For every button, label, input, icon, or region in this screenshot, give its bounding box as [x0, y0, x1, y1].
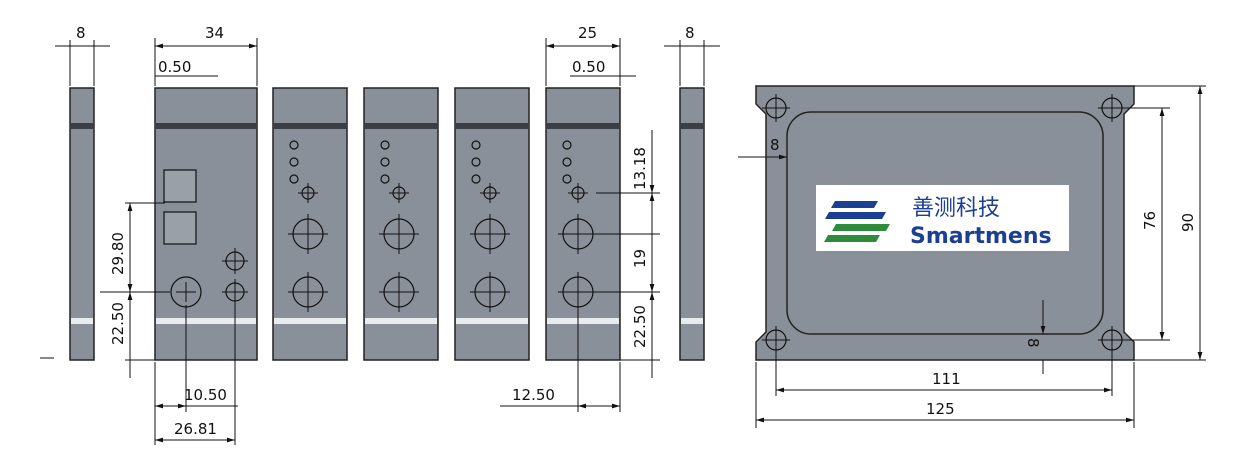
dim-label-plate-8b: 8	[1024, 338, 1042, 348]
dim-plate-inner-w: 111	[775, 352, 1113, 396]
dim-left-end-width: 8	[55, 24, 110, 86]
dim-horiz-1050: 10.50	[154, 305, 238, 445]
dim-right-end-width: 8	[664, 24, 720, 86]
dim-vert-19: 19	[594, 193, 660, 292]
logo-chinese-text: 善测科技	[912, 196, 1000, 221]
dim-horiz-1250: 12.50	[500, 305, 621, 412]
dim-right-panel-width: 25	[545, 24, 621, 86]
logo-english-text: Smartmens	[910, 224, 1052, 249]
dim-label-2250-a: 22.50	[109, 302, 127, 345]
dim-plate-inset-top: 8	[738, 136, 787, 160]
dim-label-34: 34	[205, 24, 224, 42]
dim-label-1318: 13.18	[631, 147, 649, 190]
left-end-cap	[69, 87, 95, 361]
dim-label-050-right: 0.50	[572, 58, 605, 76]
small-hole-lower	[222, 279, 248, 305]
small-hole-upper	[222, 248, 248, 274]
dim-label-25: 25	[578, 24, 597, 42]
corner-hole-bl	[762, 326, 790, 354]
dim-vert-2250-right: 22.50	[594, 291, 660, 378]
dim-label-1050: 10.50	[184, 386, 227, 404]
main-panel	[154, 87, 258, 361]
inner-recess	[786, 111, 1104, 335]
dim-main-width: 34	[154, 24, 258, 86]
dim-label-1250: 12.50	[512, 386, 555, 404]
square-port-top	[163, 169, 197, 203]
dim-offset-right: 0.50	[570, 58, 636, 77]
dim-label-76: 76	[1141, 211, 1159, 230]
dim-label-right-end: 8	[685, 24, 695, 42]
middle-plate-3	[454, 87, 530, 361]
dim-plate-inner-h: 76	[1122, 107, 1170, 341]
dim-horiz-2681: 26.81	[155, 305, 236, 445]
dim-vert-2980: 29.80	[109, 202, 165, 292]
corner-hole-tl	[762, 94, 790, 122]
middle-plate-1	[272, 87, 348, 361]
logo-mark-icon	[824, 201, 890, 242]
dim-plate-outer-w: 125	[755, 362, 1135, 428]
smartmens-logo: 善测科技 Smartmens	[816, 185, 1069, 251]
dim-label-2681: 26.81	[174, 420, 217, 438]
dim-label-2980: 29.80	[109, 232, 127, 275]
right-end-cap	[679, 87, 705, 361]
middle-plate-2	[363, 87, 439, 361]
dim-vert-1318: 13.18	[596, 130, 660, 194]
square-port-bottom	[163, 211, 197, 245]
dim-label-plate-8: 8	[770, 136, 780, 154]
dim-label-19: 19	[631, 249, 649, 268]
dim-label-125: 125	[926, 400, 955, 418]
dim-label-111: 111	[932, 370, 961, 388]
right-panel	[545, 87, 621, 361]
dim-label-2250-b: 22.50	[631, 305, 649, 348]
dim-label-90: 90	[1179, 213, 1197, 232]
dim-vert-2250-left: 22.50	[100, 291, 170, 378]
dim-offset-left: 0.50	[155, 58, 218, 77]
dim-label-050-left: 0.50	[158, 58, 191, 76]
dim-label-left-end: 8	[76, 24, 86, 42]
dim-plate-outer-h: 90	[1134, 85, 1206, 361]
dim-plate-bottom-inset: 8	[1024, 300, 1046, 374]
